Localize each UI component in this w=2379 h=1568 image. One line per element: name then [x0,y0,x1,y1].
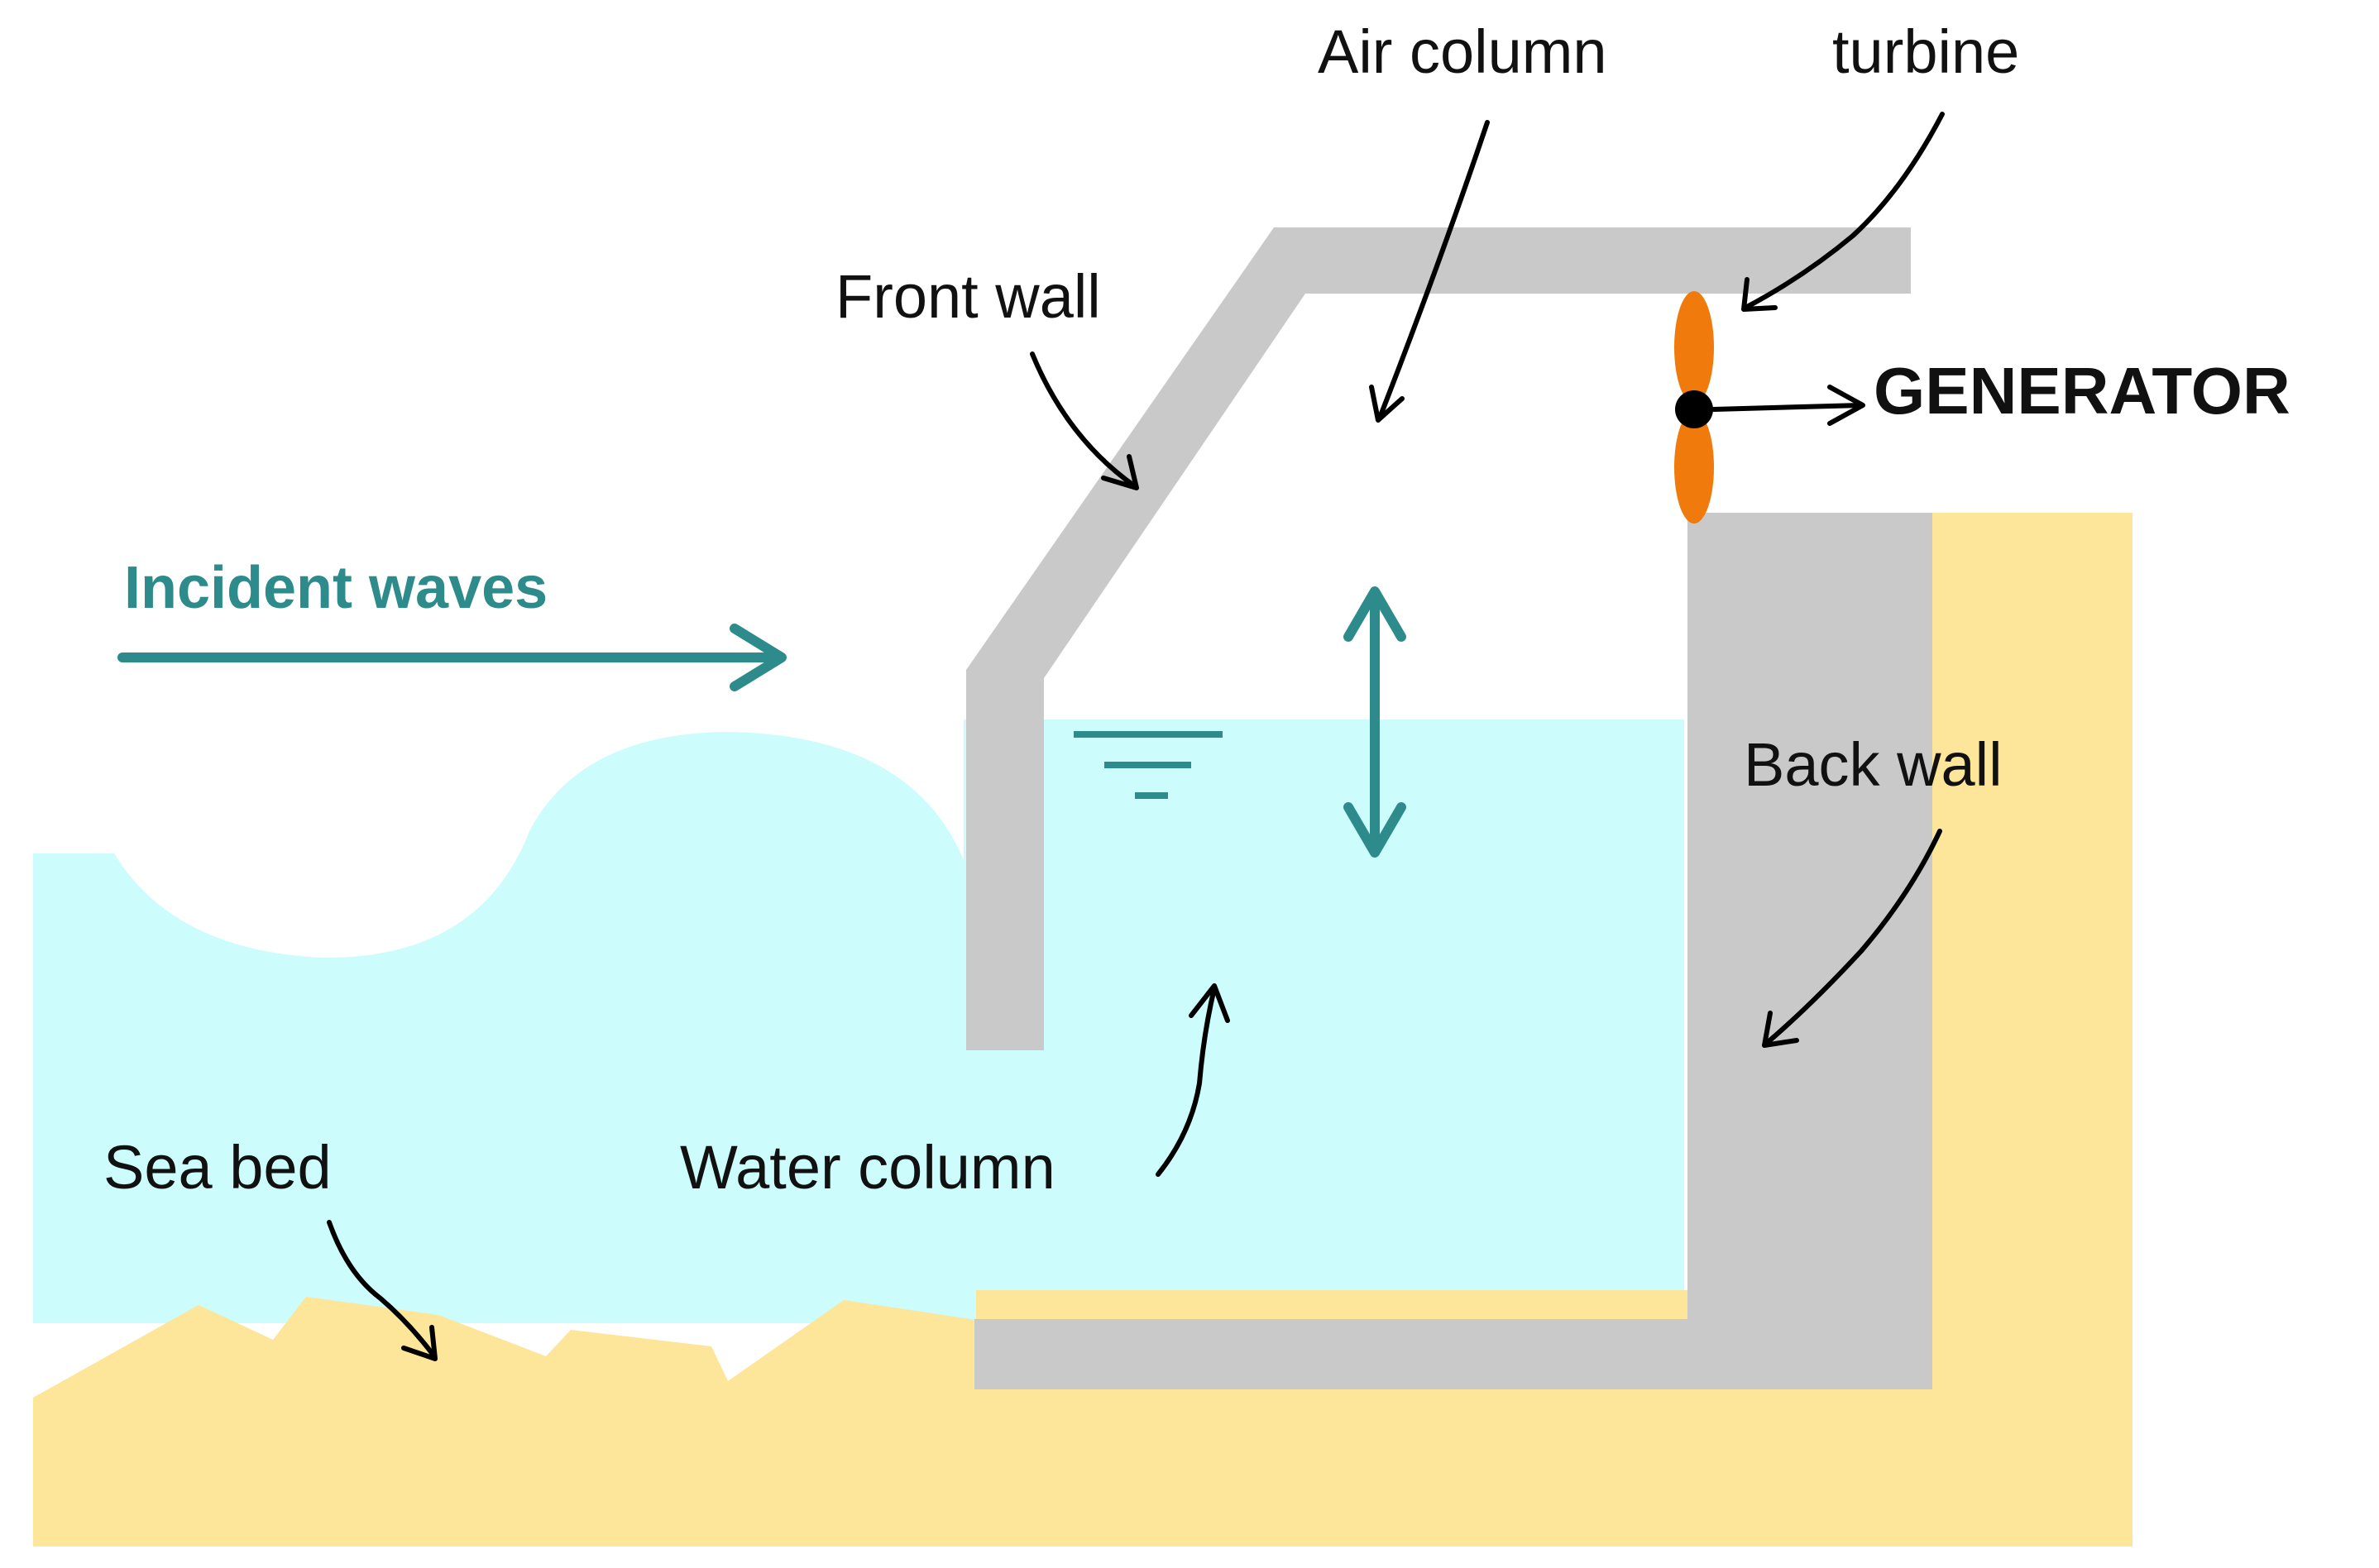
turbine-label: turbine [1832,17,2019,86]
water-column-pointer [1156,983,1230,1177]
air-column-pointer [1369,120,1490,423]
back-wall-pointer [1762,829,1942,1048]
air-column-label: Air column [1318,17,1607,86]
back-wall-label: Back wall [1744,730,2003,799]
sea-bed-label: Sea bed [103,1133,332,1202]
front-wall-label: Front wall [835,262,1101,331]
generator-label: GENERATOR [1874,354,2290,428]
back-wall [974,513,1932,1389]
front-wall-pointer [1030,351,1139,490]
water-level-symbol [1074,731,1223,799]
generator-arrow [1711,385,1865,426]
turbine-pointer [1741,112,1945,312]
incident-waves-arrow [117,624,787,691]
incident-waves-label: Incident waves [124,555,548,621]
front-wall [966,227,1911,1050]
water-column-label: Water column [680,1133,1055,1202]
water-body [33,719,1684,1323]
sea-bed-pointer [327,1220,438,1361]
oscillation-arrow [1343,586,1406,858]
turbine-icon [1674,291,1714,523]
